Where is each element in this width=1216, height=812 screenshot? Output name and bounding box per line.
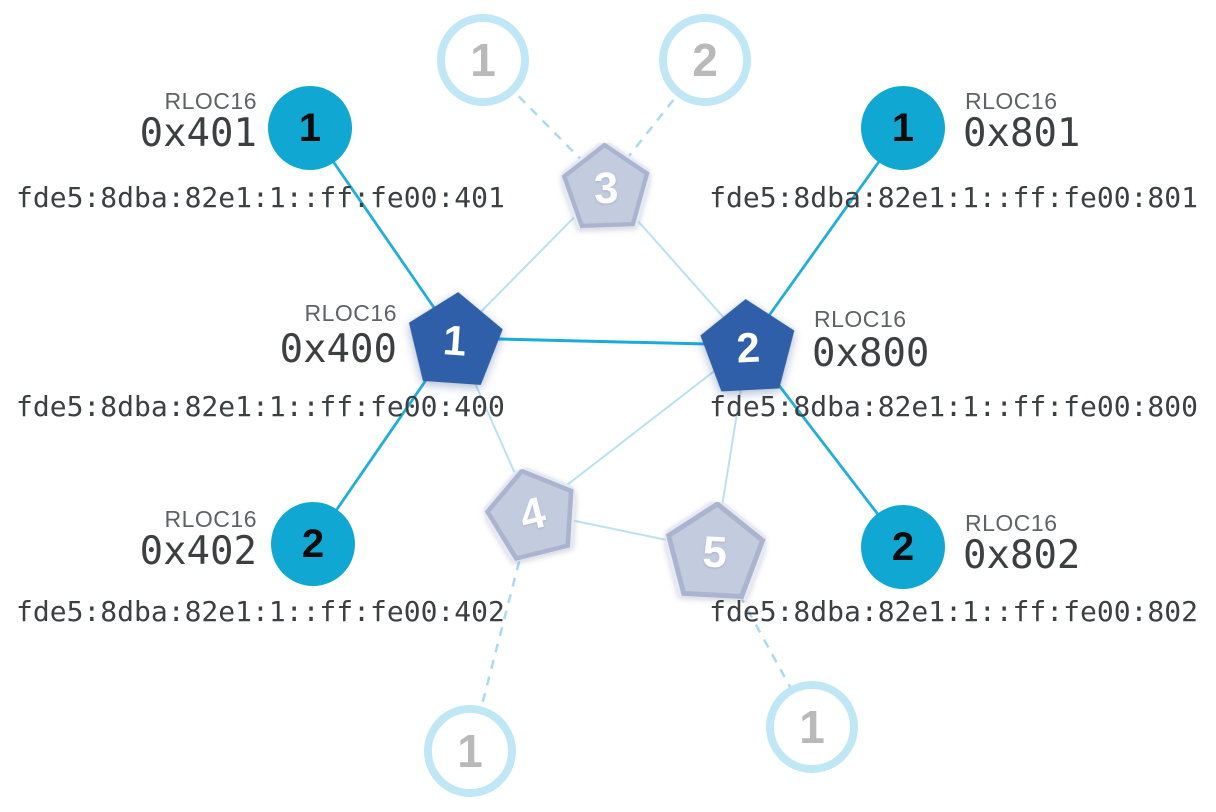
- ipv6-address-router2: fde5:8dba:82e1:1::ff:fe00:800: [709, 390, 1198, 423]
- node-number: 2: [301, 521, 325, 566]
- node-number: 1: [799, 701, 825, 753]
- faded-router-node-5[interactable]: 5: [662, 499, 768, 601]
- link-child401-router1: [308, 127, 457, 339]
- rloc16-caption-child402: RLOC16: [164, 506, 257, 532]
- child-node-801[interactable]: 1: [861, 86, 945, 170]
- rloc16-value-child801: 0x801: [963, 111, 1081, 156]
- router-node-2[interactable]: 2: [696, 294, 801, 395]
- faded-child-node-top1[interactable]: 1: [437, 14, 529, 106]
- rloc16-value-child802: 0x802: [963, 533, 1081, 578]
- rloc16-caption-child401: RLOC16: [164, 88, 257, 114]
- node-number: 2: [891, 524, 915, 569]
- faded-child-node-bottom-right[interactable]: 1: [766, 681, 858, 773]
- pentagon-shape: [700, 299, 795, 392]
- router-node-1[interactable]: 1: [402, 287, 508, 390]
- pentagon-shape: [662, 499, 768, 601]
- rloc16-caption-router2: RLOC16: [814, 306, 907, 332]
- node-number: 2: [692, 34, 718, 86]
- ipv6-address-router1: fde5:8dba:82e1:1::ff:fe00:400: [16, 390, 505, 423]
- ipv6-address-child801: fde5:8dba:82e1:1::ff:fe00:801: [709, 181, 1198, 214]
- node-number: 1: [457, 725, 483, 777]
- rloc16-caption-child802: RLOC16: [965, 510, 1058, 536]
- rloc16-caption-router1: RLOC16: [304, 300, 397, 326]
- faded-router-node-3[interactable]: 3: [560, 141, 652, 230]
- pentagon-shape: [560, 141, 652, 230]
- node-number: 1: [441, 316, 469, 365]
- rloc16-value-child401: 0x401: [139, 111, 257, 156]
- node-number: 1: [470, 34, 496, 86]
- pentagon-shape: [408, 292, 503, 385]
- node-number: 2: [735, 323, 762, 372]
- rloc16-caption-child801: RLOC16: [965, 88, 1058, 114]
- link-dashed-topchild1-router3: [482, 59, 607, 186]
- faded-router-node-4[interactable]: 4: [477, 458, 588, 566]
- ipv6-address-child402: fde5:8dba:82e1:1::ff:fe00:402: [16, 595, 505, 628]
- child-node-401[interactable]: 1: [268, 86, 352, 170]
- link-child801-router2: [746, 127, 905, 346]
- pentagon-shape: [481, 465, 577, 565]
- rloc16-value-router2: 0x800: [812, 331, 930, 376]
- ipv6-address-child401: fde5:8dba:82e1:1::ff:fe00:401: [16, 181, 505, 214]
- node-number: 1: [891, 105, 915, 150]
- link-router1-router2: [454, 336, 749, 347]
- node-number: 1: [298, 105, 322, 150]
- link-router2-router4: [531, 344, 749, 513]
- ipv6-address-child802: fde5:8dba:82e1:1::ff:fe00:802: [709, 595, 1198, 628]
- faded-child-node-top2[interactable]: 2: [659, 14, 751, 106]
- child-node-402[interactable]: 2: [271, 502, 355, 586]
- child-node-802[interactable]: 2: [861, 505, 945, 589]
- faded-child-node-bottom-left[interactable]: 1: [424, 705, 516, 797]
- rloc16-value-router1: 0x400: [279, 327, 397, 372]
- node-number: 5: [701, 527, 729, 578]
- rloc16-value-child402: 0x402: [139, 529, 257, 574]
- node-number: 3: [592, 163, 620, 213]
